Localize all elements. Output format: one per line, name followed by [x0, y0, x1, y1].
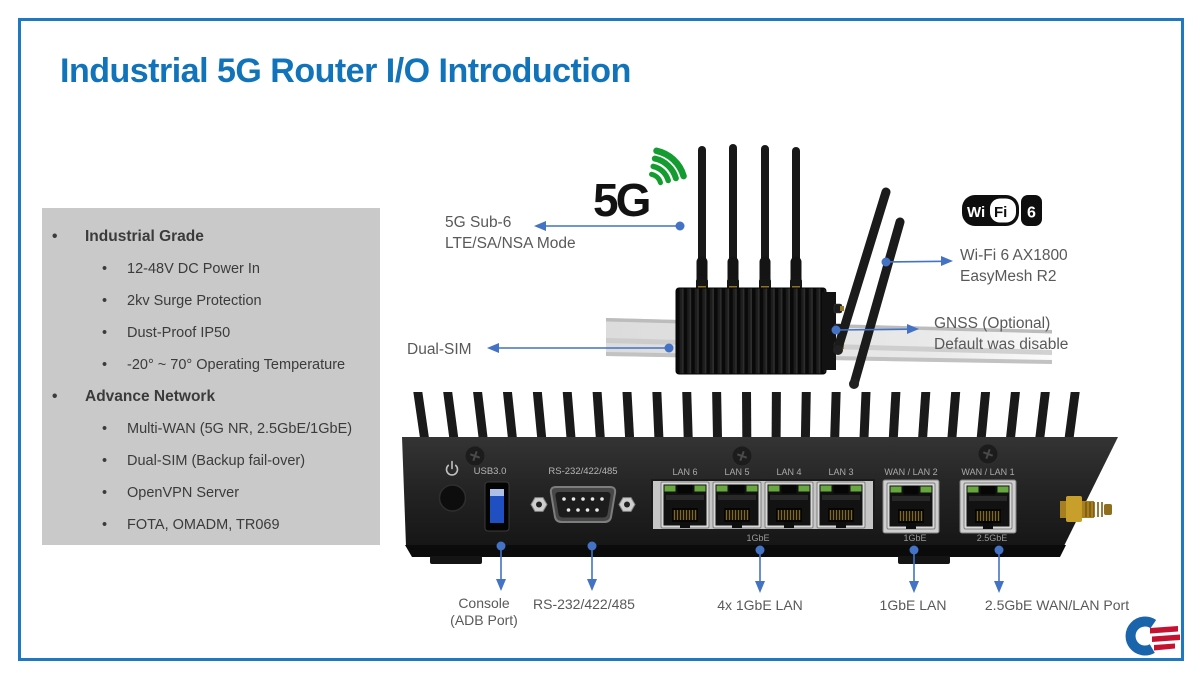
- callout-wan-lan2: 1GbE LAN: [879, 597, 947, 613]
- wifi6-logo-fi: Fi: [994, 204, 1007, 221]
- callout-arrow-cellular: [534, 221, 685, 231]
- callout-cellular: 5G Sub-6 LTE/SA/NSA Mode: [445, 212, 576, 254]
- feature-item: Dual-SIM (Backup fail-over): [42, 445, 380, 477]
- page-title: Industrial 5G Router I/O Introduction: [60, 52, 631, 90]
- callout-arrow-wan-lan2: [909, 545, 919, 593]
- feature-item: Dust-Proof IP50: [42, 317, 380, 349]
- feature-item: Multi-WAN (5G NR, 2.5GbE/1GbE): [42, 413, 380, 445]
- five-g-logo-text: 5G: [593, 174, 649, 226]
- heatsink-fins: [413, 392, 1080, 438]
- five-g-waves-icon: [649, 147, 687, 186]
- callout-arrow-wan-lan1: [994, 545, 1004, 593]
- router-foot: [898, 556, 950, 564]
- callout-arrow-gnss: [831, 324, 919, 335]
- usb-port-label: USB3.0: [474, 466, 507, 477]
- feature-heading: Advance Network: [42, 381, 380, 413]
- serial-port: [530, 486, 636, 523]
- power-button: [438, 484, 467, 512]
- feature-heading-label: Industrial Grade: [85, 228, 204, 245]
- wan-lan1-port: WAN / LAN 1 2.5GbE: [959, 467, 1017, 543]
- feature-item-label: 2kv Surge Protection: [127, 293, 262, 309]
- callout-dual-sim: Dual-SIM: [407, 341, 472, 358]
- wan-lan2-port: WAN / LAN 2 1GbE: [882, 467, 940, 543]
- callout-wifi-line1: Wi-Fi 6 AX1800: [960, 247, 1068, 264]
- feature-item: OpenVPN Server: [42, 477, 380, 509]
- gemtek-logo: [1125, 616, 1180, 656]
- feature-item-label: Dual-SIM (Backup fail-over): [127, 453, 306, 469]
- callout-console: Console (ADB Port): [432, 595, 536, 629]
- wifi6-logo-gen: 6: [1027, 205, 1036, 222]
- wifi6-logo-wi: Wi: [967, 204, 985, 221]
- callout-lan-group: 4x 1GbE LAN: [717, 597, 803, 613]
- serial-port-label: RS-232/422/485: [548, 466, 617, 477]
- callout-gnss-line1: GNSS (Optional): [934, 315, 1051, 332]
- feature-item-label: -20° ~ 70° Operating Temperature: [127, 357, 346, 373]
- callout-wifi-line2: EasyMesh R2: [960, 268, 1057, 285]
- speed-label: 1GbE: [746, 533, 769, 543]
- wifi6-logo: Wi Fi 6: [962, 195, 1042, 226]
- port-label: WAN / LAN 1: [961, 467, 1014, 477]
- port-label: LAN 4: [776, 467, 801, 477]
- callout-arrow-lan-group: [755, 545, 765, 593]
- callout-serial: RS-232/422/485: [533, 596, 635, 612]
- top-router-image: [606, 144, 1052, 389]
- top-router-body: [675, 287, 827, 375]
- feature-item: -20° ~ 70° Operating Temperature: [42, 349, 380, 381]
- feature-item: 12-48V DC Power In: [42, 253, 380, 285]
- wifi-antennas: [833, 187, 905, 389]
- feature-item-label: Dust-Proof IP50: [127, 325, 231, 341]
- callout-arrows: [487, 221, 1004, 593]
- lan-port-group: LAN 6 LAN 5 LAN 4 LAN 3 1GbE: [651, 467, 875, 543]
- usb-port: [484, 481, 510, 532]
- sma-connector: [1060, 496, 1112, 522]
- feature-item-label: Multi-WAN (5G NR, 2.5GbE/1GbE): [127, 421, 353, 437]
- feature-box: Industrial Grade 12-48V DC Power In 2kv …: [42, 208, 380, 545]
- feature-item-label: 12-48V DC Power In: [127, 261, 260, 277]
- feature-heading: Industrial Grade: [42, 221, 380, 253]
- speed-label: 2.5GbE: [977, 533, 1008, 543]
- top-router-side: [822, 292, 836, 370]
- bottom-router-image: USB3.0 RS-232/422/485: [402, 392, 1118, 564]
- port-label: LAN 3: [828, 467, 853, 477]
- port-label: LAN 6: [672, 467, 697, 477]
- feature-item: FOTA, OMADM, TR069: [42, 509, 380, 541]
- callout-arrow-serial: [587, 541, 597, 591]
- callout-console-line1: Console: [458, 595, 510, 611]
- callout-console-line2: (ADB Port): [450, 612, 518, 628]
- callout-arrow-console: [496, 541, 506, 591]
- power-icon: [445, 460, 459, 476]
- cellular-antennas: [696, 144, 802, 286]
- router-foot: [430, 556, 482, 564]
- callout-wifi: Wi-Fi 6 AX1800 EasyMesh R2: [960, 245, 1068, 287]
- callout-cellular-line1: 5G Sub-6: [445, 214, 512, 231]
- callout-arrow-dual-sim: [487, 343, 674, 353]
- feature-item-label: FOTA, OMADM, TR069: [127, 517, 280, 533]
- five-g-logo: 5G: [593, 147, 687, 226]
- port-label: WAN / LAN 2: [884, 467, 937, 477]
- port-label: LAN 5: [724, 467, 749, 477]
- callout-gnss-line2: Default was disable: [934, 336, 1069, 353]
- callout-cellular-line2: LTE/SA/NSA Mode: [445, 235, 576, 252]
- panel-screws: [464, 443, 999, 467]
- speed-label: 1GbE: [903, 533, 926, 543]
- router-base: [405, 545, 1066, 557]
- callout-wan-lan1: 2.5GbE WAN/LAN Port: [984, 597, 1130, 613]
- feature-heading-label: Advance Network: [85, 388, 216, 405]
- callout-gnss: GNSS (Optional) Default was disable: [934, 313, 1068, 355]
- feature-item: 2kv Surge Protection: [42, 285, 380, 317]
- callout-arrow-wifi: [881, 256, 953, 267]
- slide-border: [18, 18, 1184, 661]
- feature-item-label: OpenVPN Server: [127, 485, 240, 501]
